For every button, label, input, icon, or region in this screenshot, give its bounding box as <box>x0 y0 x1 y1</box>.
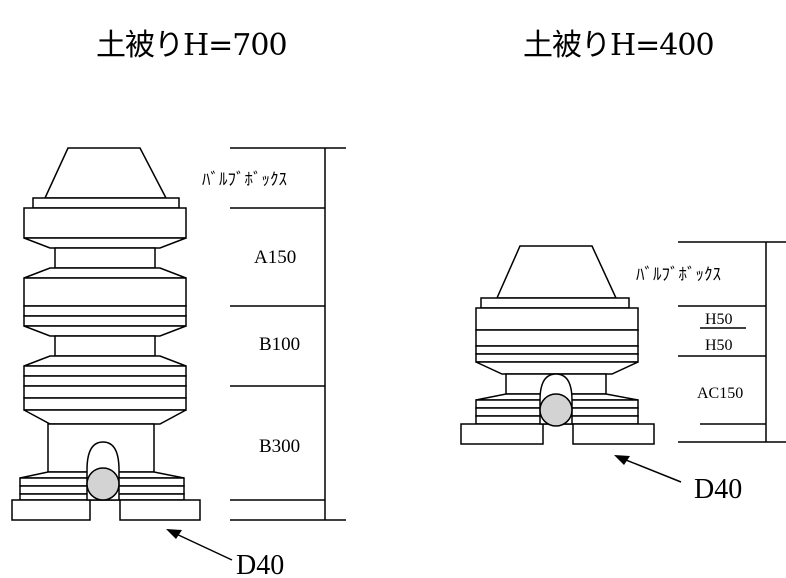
right-pipe-d40 <box>539 393 573 427</box>
right-label-h50-1: H50 <box>705 311 733 328</box>
right-cover-base <box>480 297 630 309</box>
left-a150-bottom <box>23 277 187 307</box>
left-base-block-left <box>11 499 91 521</box>
right-h50-top <box>475 307 639 331</box>
left-label-valve-box: ﾊﾞﾙﾌﾞﾎﾞｯｸｽ <box>202 170 287 190</box>
right-h50-bottom <box>475 329 639 347</box>
right-assembly: 土被りH=400 ﾊﾞﾙﾌﾞﾎﾞｯｸｽ H50 H50 AC150 <box>460 28 786 505</box>
right-title: 土被りH=400 <box>523 28 714 63</box>
right-valve-cover <box>495 245 618 299</box>
left-arrow-head <box>166 529 182 539</box>
left-base-block-right <box>119 499 201 521</box>
left-a150-neck <box>54 247 156 269</box>
right-pipe-label: D40 <box>694 474 742 505</box>
right-base-block-right <box>572 423 655 445</box>
left-a150-top <box>23 207 187 239</box>
right-arrow-head <box>614 455 630 465</box>
left-b100-neck <box>54 335 156 357</box>
left-label-a150: A150 <box>254 247 296 268</box>
left-label-b300: B300 <box>259 436 300 457</box>
left-title: 土被りH=700 <box>96 28 287 63</box>
left-assembly: 土被りH=700 <box>11 28 346 578</box>
left-valve-cover <box>43 147 168 199</box>
left-cover-base <box>32 197 180 209</box>
right-label-h50-2: H50 <box>705 337 733 354</box>
left-pipe-label: D40 <box>236 550 284 578</box>
left-pipe-d40 <box>86 467 120 501</box>
left-b100-top <box>23 305 187 317</box>
right-base-block-left <box>460 423 544 445</box>
left-label-b100: B100 <box>259 334 300 355</box>
right-label-valve-box: ﾊﾞﾙﾌﾞﾎﾞｯｸｽ <box>636 265 721 285</box>
right-label-ac150: AC150 <box>697 385 743 402</box>
